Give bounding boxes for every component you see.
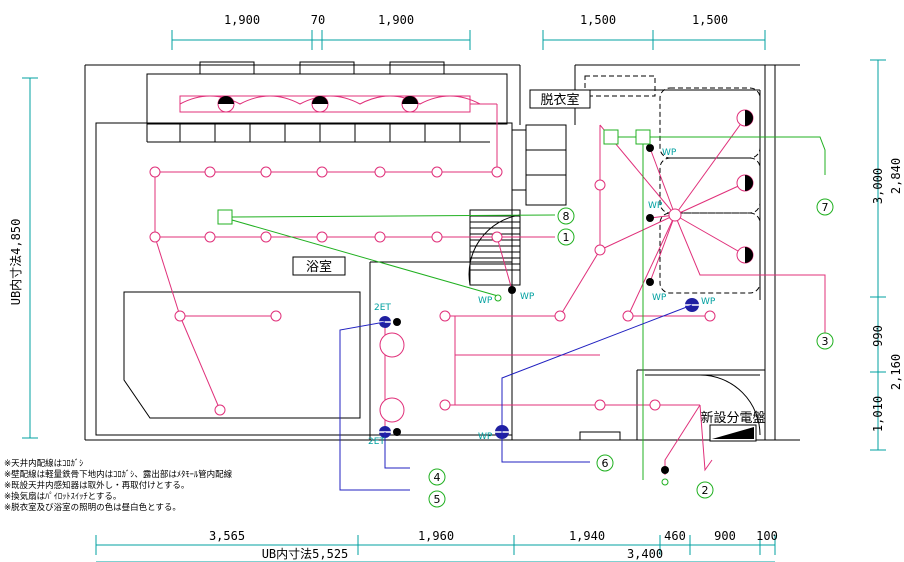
blue-fixtures <box>379 298 699 439</box>
magenta-fixtures <box>149 95 754 423</box>
dim-right-inner-2: 2,160 <box>889 354 903 390</box>
circuit-8[interactable]: 8 <box>557 207 575 225</box>
dimension-lines <box>22 30 886 562</box>
blue-circuits <box>339 304 693 491</box>
note-4: ※換気扇はﾊﾟｲﾛｯﾄｽｲｯﾁとする。 <box>4 491 121 502</box>
wp-label-1: WP <box>478 296 493 306</box>
wp-label-5: WP <box>652 293 667 303</box>
note-5: ※脱衣室及び浴室の照明の色は昼白色とする。 <box>4 502 181 513</box>
svg-text:8: 8 <box>563 210 570 223</box>
note-3: ※既設天井内感知器は取外し・再取付けとする。 <box>4 480 189 491</box>
svg-text:2: 2 <box>702 484 709 497</box>
walls <box>84 61 800 441</box>
circuit-callouts: 8 1 7 3 4 5 6 2 <box>428 198 834 508</box>
green-dots <box>494 294 669 486</box>
note-1: ※天井内配線はｺﾛｶﾞｼ <box>4 458 83 469</box>
room-label-bathroom: 浴室 <box>306 259 332 275</box>
wp-label-4: WP <box>648 201 663 211</box>
dim-bottom-2: 1,960 <box>418 529 454 543</box>
dim-right-outer-3: 1,010 <box>871 396 885 432</box>
dim-top-5: 1,500 <box>692 13 728 27</box>
room-label-panel: 新設分電盤 <box>700 410 765 426</box>
circuit-3[interactable]: 3 <box>816 332 834 350</box>
circuit-4[interactable]: 4 <box>428 468 446 486</box>
dim-bottom-total-left: UB内寸法5,525 <box>262 547 349 561</box>
notes-block: ※天井内配線はｺﾛｶﾞｼ ※壁配線は軽量鉄骨下地内はｺﾛｶﾞｼ、露出部はﾒﾀﾓｰ… <box>4 458 233 513</box>
dim-bottom-5: 900 <box>714 529 736 543</box>
dim-bottom-6: 100 <box>756 529 778 543</box>
wp-label-7: WP <box>478 432 493 442</box>
green-circuits <box>217 129 826 480</box>
wp-label-3: WP <box>662 148 677 158</box>
wp-label-2: WP <box>520 292 535 302</box>
blue-fixture-marks <box>379 304 699 433</box>
wp-label-6: WP <box>701 297 716 307</box>
svg-text:6: 6 <box>602 457 609 470</box>
svg-text:5: 5 <box>434 493 441 506</box>
fixture-labels: WP WP WP WP WP WP WP 2ET 2ET <box>368 148 716 447</box>
svg-text:3: 3 <box>822 335 829 348</box>
circuit-7[interactable]: 7 <box>816 198 834 216</box>
circuit-5[interactable]: 5 <box>428 490 446 508</box>
svg-text:1: 1 <box>563 231 570 244</box>
dim-left-vertical: UB内寸法4,850 <box>9 219 23 306</box>
dim-top-3: 1,900 <box>378 13 414 27</box>
dim-bottom-3: 1,940 <box>569 529 605 543</box>
svg-text:4: 4 <box>434 471 441 484</box>
circuit-6[interactable]: 6 <box>596 454 614 472</box>
dim-right-outer-2: 990 <box>871 325 885 347</box>
dim-right-inner-1: 2,840 <box>889 158 903 194</box>
dim-top-1: 1,900 <box>224 13 260 27</box>
fixture-dark-halves <box>218 96 753 474</box>
dim-bottom-total-right: 3,400 <box>627 547 663 561</box>
circuit-1[interactable]: 1 <box>557 228 575 246</box>
dim-bottom-4: 460 <box>664 529 686 543</box>
dim-top-4: 1,500 <box>580 13 616 27</box>
dim-top-2: 70 <box>311 13 325 27</box>
twoet-label-2: 2ET <box>368 437 385 447</box>
dim-right-outer-1: 3,000 <box>871 168 885 204</box>
note-2: ※壁配線は軽量鉄骨下地内はｺﾛｶﾞｼ、露出部はﾒﾀﾓｰﾙ管内配線 <box>4 469 233 480</box>
room-label-dressing: 脱衣室 <box>540 92 579 108</box>
svg-text:7: 7 <box>822 201 829 214</box>
dim-bottom-1: 3,565 <box>209 529 245 543</box>
magenta-circuits <box>154 95 826 475</box>
twoet-label-1: 2ET <box>374 303 391 313</box>
circuit-2[interactable]: 2 <box>696 481 714 499</box>
